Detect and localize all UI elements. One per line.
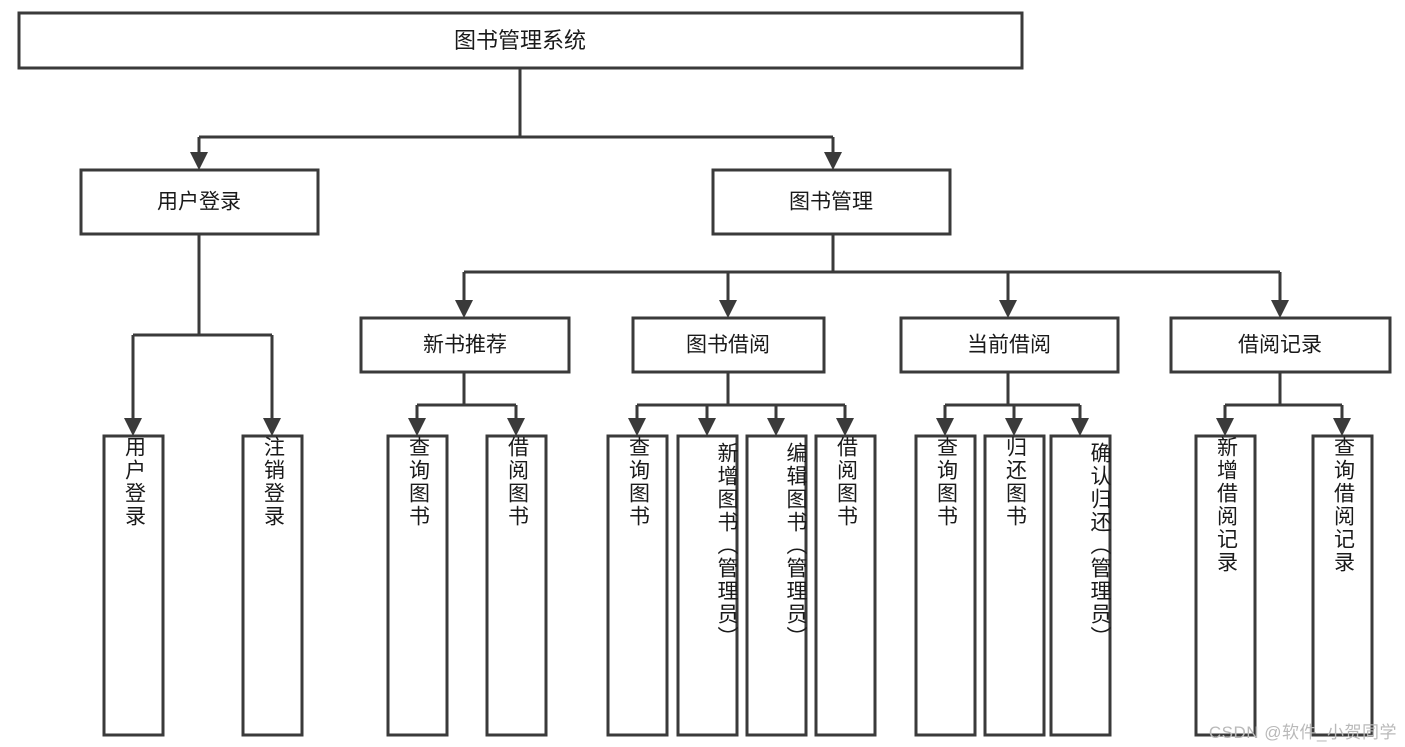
node-new-book-recommend[interactable]: 新书推荐 — [359, 316, 571, 374]
node-new-book-recommend-box[interactable] — [359, 316, 571, 374]
arrow-head-bb-leaf-1 — [628, 418, 646, 436]
leaf-box-book-borrow-3[interactable] — [745, 434, 808, 737]
arrow-head-book-manage — [824, 152, 842, 170]
node-book-borrow-label: 图书借阅 — [686, 334, 770, 357]
arrow-head-leaf-user-login-2 — [263, 418, 281, 436]
node-book-manage-box[interactable] — [711, 168, 952, 236]
node-book-borrow-box[interactable] — [631, 316, 826, 374]
arrow-head-current-borrow — [999, 300, 1017, 318]
leaf-box-book-borrow-1[interactable] — [606, 434, 669, 737]
node-user-login-box[interactable] — [79, 168, 320, 236]
connector-group-new-book — [408, 372, 525, 436]
arrow-head-bb-leaf-2 — [698, 418, 716, 436]
connector-group-book-borrow — [628, 372, 854, 436]
node-user-login-label: 用户登录 — [157, 191, 241, 214]
connector-group-current-borrow — [936, 372, 1089, 436]
connector-group-user-login — [124, 234, 281, 436]
arrow-head-bb-leaf-3 — [767, 418, 785, 436]
node-root-title-label: 图书管理系统 — [454, 28, 586, 53]
arrow-head-borrow-record — [1271, 300, 1289, 318]
arrow-head-user-login — [190, 152, 208, 170]
leaf-box-new-book-1[interactable] — [386, 434, 449, 737]
arrow-head-br-leaf-2 — [1333, 418, 1351, 436]
node-book-manage[interactable]: 图书管理 — [711, 168, 952, 236]
connector-group-book-manage — [455, 234, 1289, 318]
leaf-box-borrow-record-2[interactable] — [1311, 434, 1374, 737]
leaf-box-book-borrow-4[interactable] — [814, 434, 877, 737]
leaf-box-current-borrow-1[interactable] — [914, 434, 977, 737]
leaf-box-borrow-record-1[interactable] — [1194, 434, 1257, 737]
arrow-head-cb-leaf-1 — [936, 418, 954, 436]
node-current-borrow-label: 当前借阅 — [967, 334, 1051, 357]
leaf-box-book-borrow-2[interactable] — [676, 434, 739, 737]
leaf-box-user-login-2[interactable] — [241, 434, 304, 737]
leaf-box-user-login-1[interactable] — [102, 434, 165, 737]
node-root-title[interactable]: 图书管理系统 — [17, 11, 1024, 70]
node-current-borrow-box[interactable] — [899, 316, 1120, 374]
csdn-watermark: CSDN @软件_小贺同学 — [1208, 723, 1397, 742]
node-borrow-record-box[interactable] — [1169, 316, 1392, 374]
connector-group-root — [190, 68, 842, 170]
node-book-borrow[interactable]: 图书借阅 — [631, 316, 826, 374]
node-current-borrow[interactable]: 当前借阅 — [899, 316, 1120, 374]
leaf-box-current-borrow-3[interactable] — [1049, 434, 1112, 737]
arrow-head-cb-leaf-3 — [1071, 418, 1089, 436]
node-borrow-record-label: 借阅记录 — [1238, 334, 1322, 357]
arrow-head-nb-leaf-1 — [408, 418, 426, 436]
node-user-login[interactable]: 用户登录 — [79, 168, 320, 236]
node-root-title-box[interactable] — [17, 11, 1024, 70]
arrow-head-cb-leaf-2 — [1005, 418, 1023, 436]
leaf-box-new-book-2[interactable] — [485, 434, 548, 737]
arrow-head-bb-leaf-4 — [836, 418, 854, 436]
leaf-box-current-borrow-2[interactable] — [983, 434, 1046, 737]
connector-group-borrow-record — [1216, 372, 1351, 436]
arrow-head-nb-leaf-2 — [507, 418, 525, 436]
node-borrow-record[interactable]: 借阅记录 — [1169, 316, 1392, 374]
arrow-head-br-leaf-1 — [1216, 418, 1234, 436]
arrow-head-new-book — [455, 300, 473, 318]
node-book-manage-label: 图书管理 — [789, 191, 873, 214]
arrow-head-leaf-user-login-1 — [124, 418, 142, 436]
node-new-book-recommend-label: 新书推荐 — [423, 334, 507, 357]
arrow-head-book-borrow — [719, 300, 737, 318]
